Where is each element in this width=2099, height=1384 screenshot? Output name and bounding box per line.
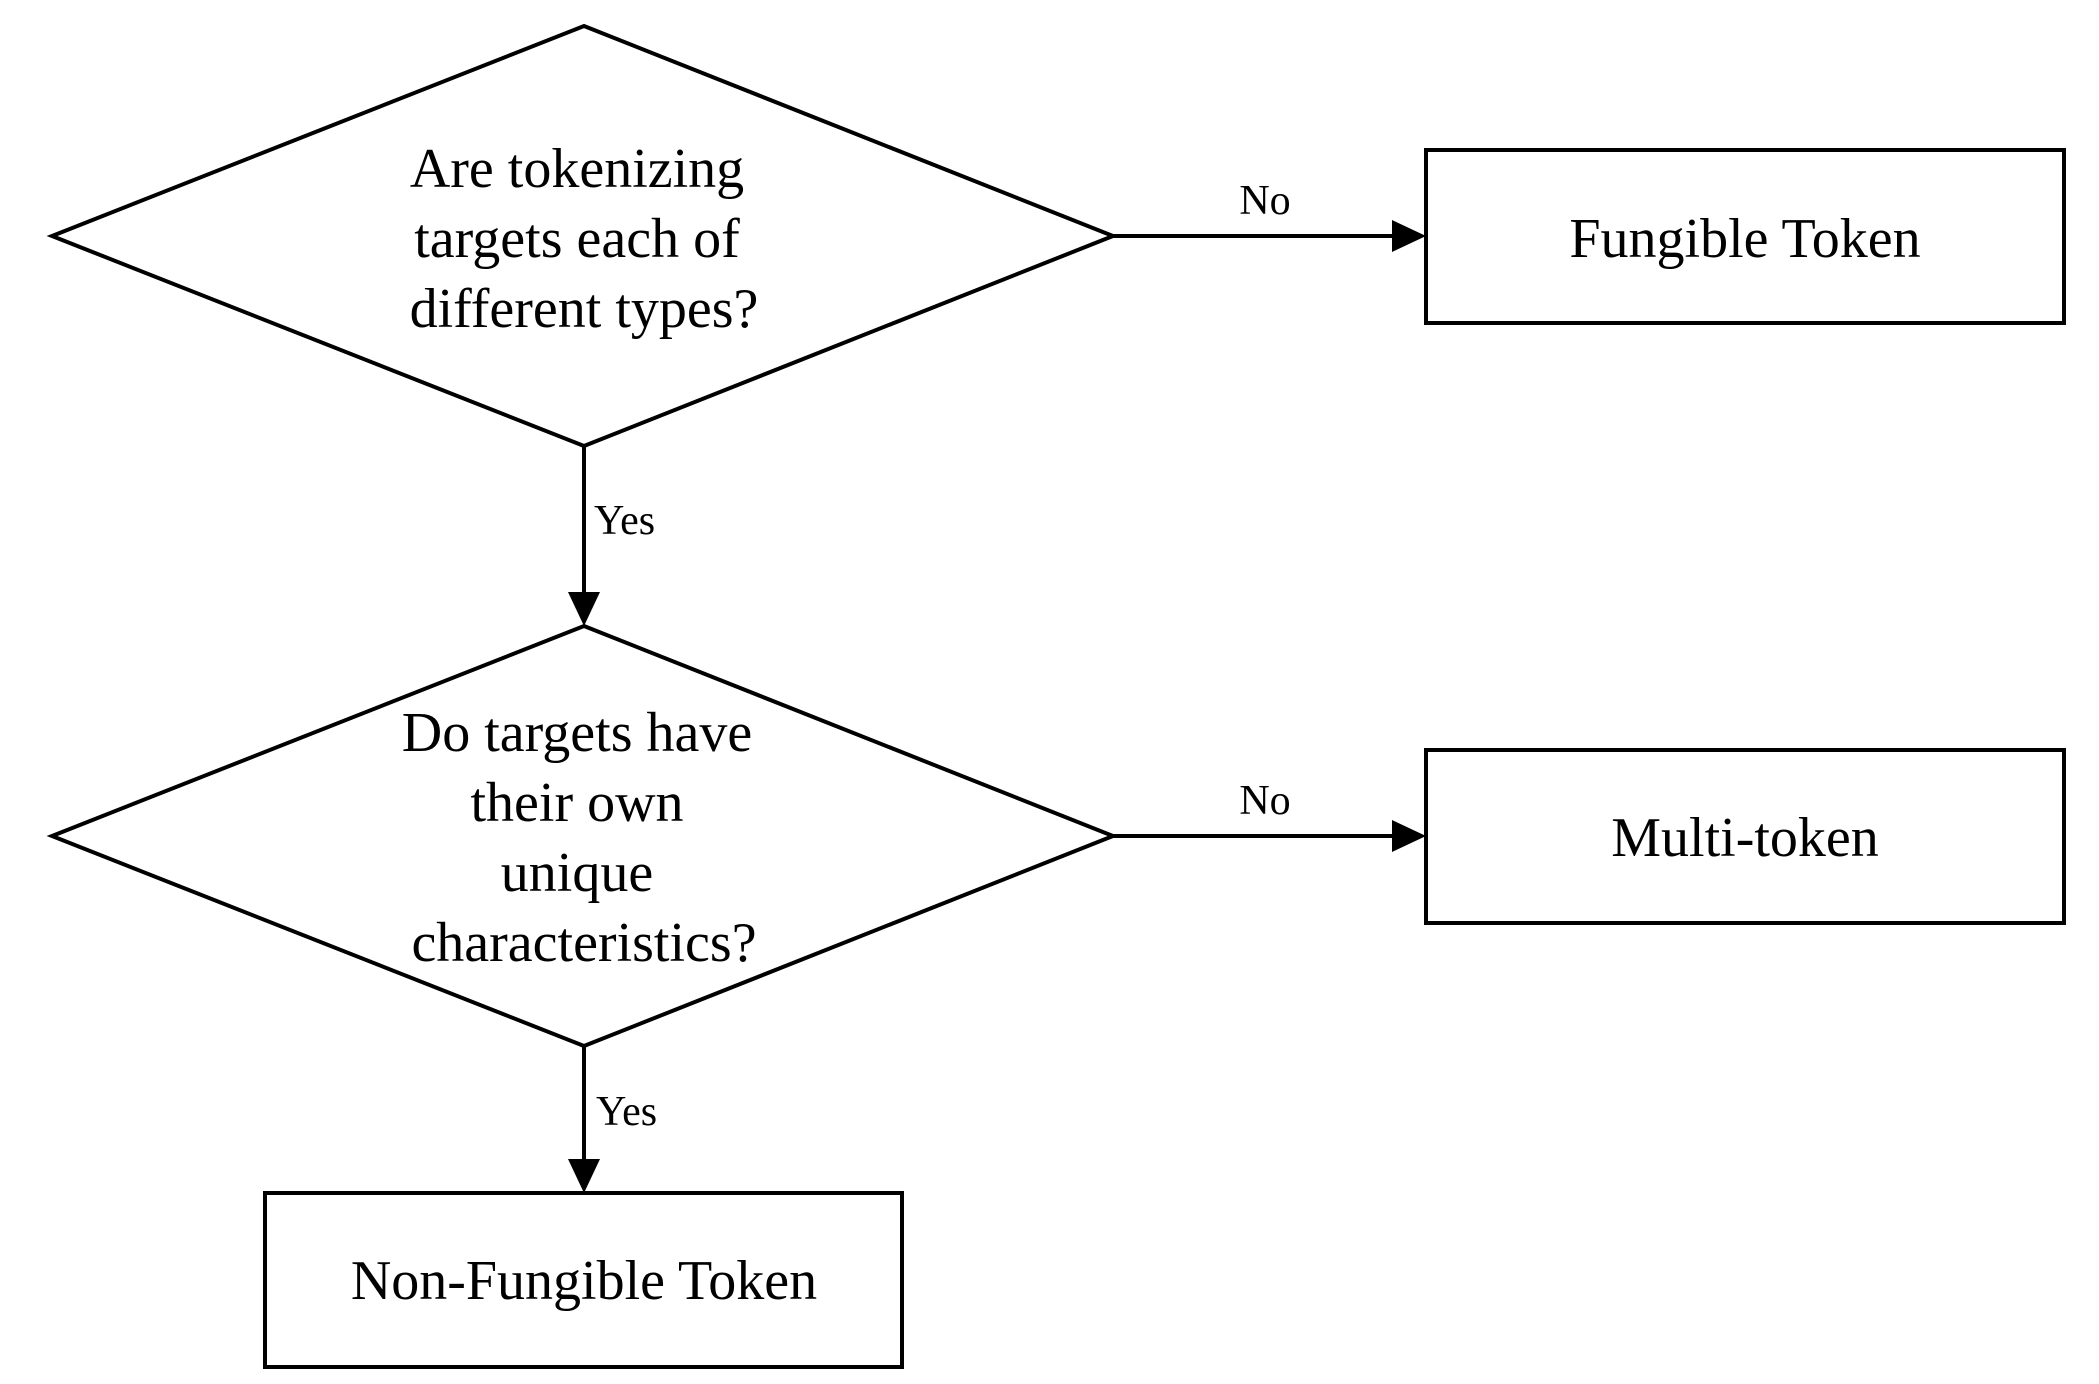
decision-text: Do targets have their own unique charact… — [402, 702, 766, 974]
outcome-label: Non-Fungible Token — [351, 1250, 817, 1312]
decision-diamond — [46, 623, 1119, 1049]
decision-line: different types? — [410, 278, 759, 340]
arrowhead-icon — [568, 592, 600, 626]
decision-line: targets each of — [414, 208, 740, 270]
arrowhead-icon — [1392, 220, 1426, 252]
decision-text: Are tokenizing targets each of different… — [410, 138, 759, 340]
arrowhead-icon — [1392, 820, 1426, 852]
outcome-non-fungible-token: Non-Fungible Token — [263, 1191, 904, 1369]
decision-node-unique-check: Do targets have their own unique charact… — [46, 623, 1119, 1049]
outcome-box — [1424, 748, 2066, 925]
edge-d1-yes: Yes — [568, 446, 655, 626]
outcome-box — [263, 1191, 904, 1369]
edge-label: Yes — [596, 1089, 657, 1135]
decision-node-type-check: Are tokenizing targets each of different… — [46, 23, 1119, 449]
outcome-label: Fungible Token — [1569, 208, 1920, 270]
arrowhead-icon — [568, 1159, 600, 1193]
edge-label: Yes — [594, 498, 655, 544]
decision-line: unique — [501, 842, 653, 904]
outcome-box — [1424, 148, 2066, 325]
edge-d1-no: No — [1113, 178, 1426, 252]
outcome-label: Multi-token — [1611, 807, 1879, 869]
decision-line: their own — [470, 772, 683, 834]
edge-d2-no: No — [1113, 778, 1426, 852]
outcome-multi-token: Multi-token — [1424, 748, 2066, 925]
decision-line: Do targets have — [402, 702, 752, 764]
edge-d2-yes: Yes — [568, 1046, 657, 1193]
outcome-fungible-token: Fungible Token — [1424, 148, 2066, 325]
decision-line: Are tokenizing — [410, 138, 744, 200]
edge-label: No — [1239, 178, 1290, 224]
decision-line: characteristics? — [411, 912, 756, 974]
edge-label: No — [1239, 778, 1290, 824]
